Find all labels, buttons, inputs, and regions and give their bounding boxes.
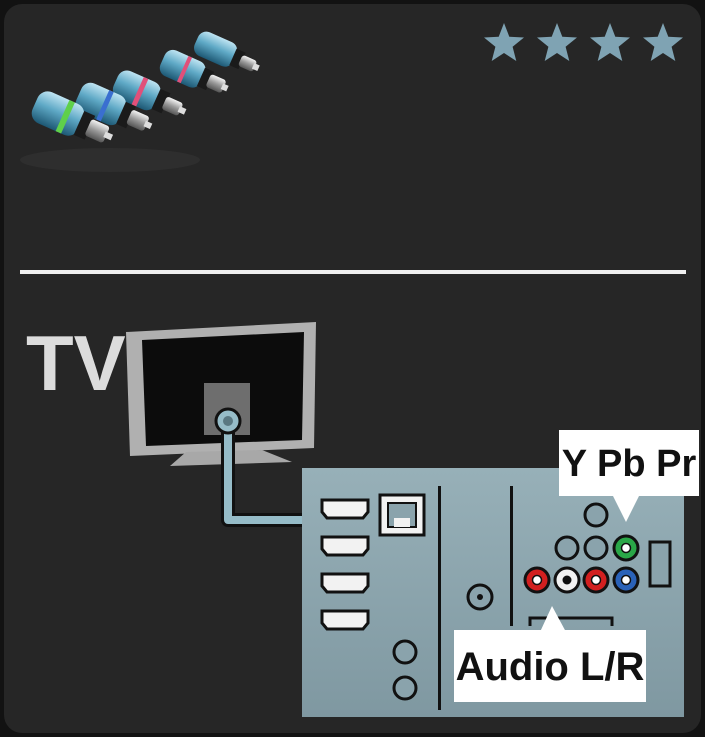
port-icon bbox=[585, 537, 607, 559]
divider-line bbox=[20, 270, 686, 274]
tv-label: TV bbox=[26, 319, 126, 407]
slot-port-icon bbox=[650, 542, 670, 586]
antenna-port-icon bbox=[468, 585, 492, 609]
port-icon bbox=[394, 641, 416, 663]
component-video-label: Y Pb Pr bbox=[562, 443, 697, 485]
audio-label: Audio L/R bbox=[456, 645, 645, 689]
network-port-icon bbox=[380, 495, 424, 535]
port-icon bbox=[394, 677, 416, 699]
port-icon bbox=[585, 504, 607, 526]
port-icon bbox=[556, 537, 578, 559]
